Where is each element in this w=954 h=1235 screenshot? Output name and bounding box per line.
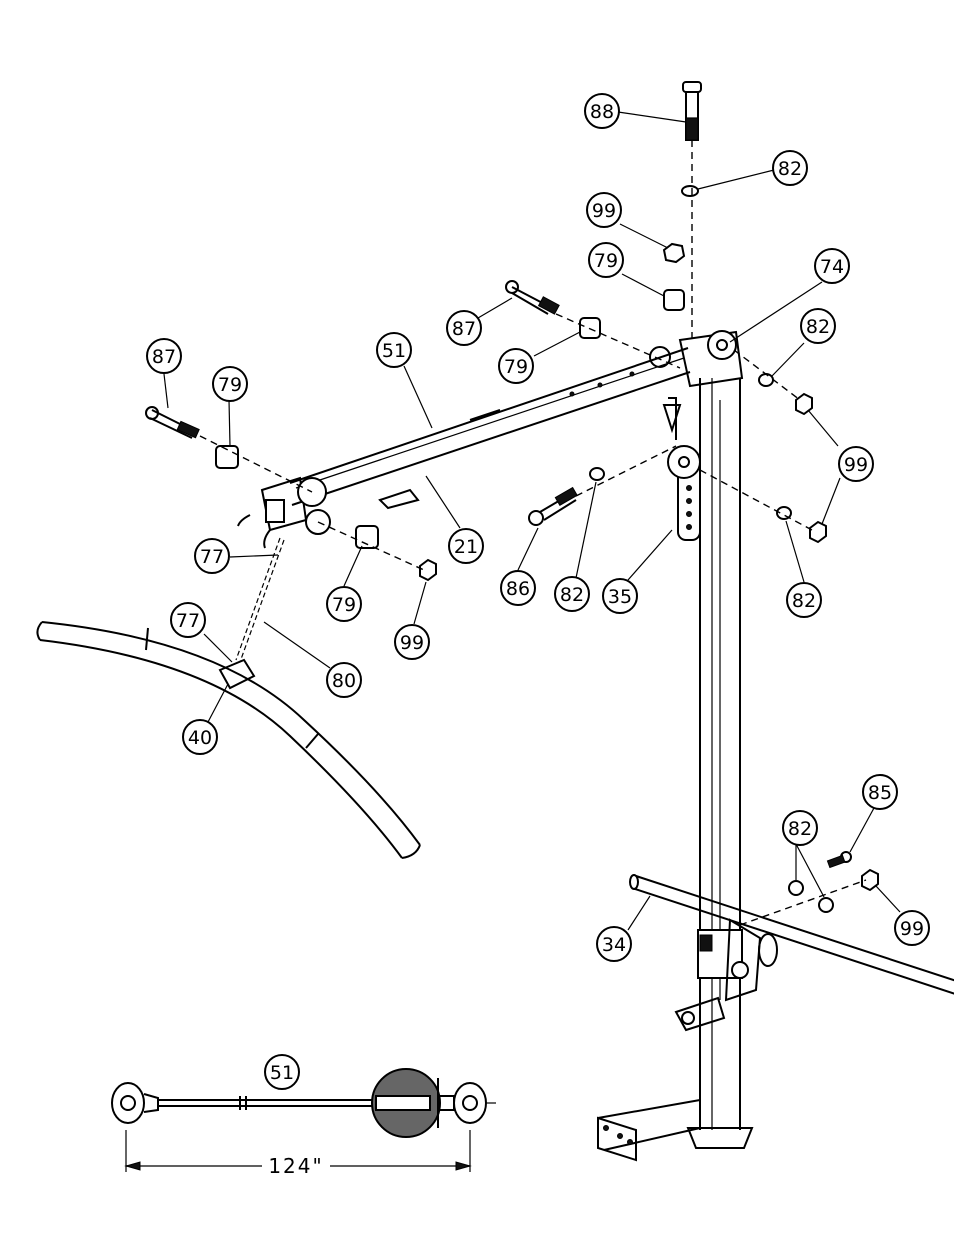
callout-87: 87 [146,338,182,374]
svg-text:82: 82 [792,590,816,612]
callout-40: 40 [182,719,218,755]
leg-developer-bar [629,874,954,1002]
callout-87: 87 [446,310,482,346]
svg-text:34: 34 [602,934,626,956]
svg-text:51: 51 [270,1062,294,1084]
callout-79: 79 [212,366,248,402]
callout-82: 82 [554,576,590,612]
callout-21: 21 [448,528,484,564]
callout-82: 82 [772,150,808,186]
callout-51: 51 [264,1054,300,1090]
assembly-lines [199,140,867,926]
callout-82: 82 [800,308,836,344]
svg-text:99: 99 [592,200,616,222]
angled-arm [237,347,691,549]
svg-text:35: 35 [608,586,632,608]
svg-text:85: 85 [868,782,892,804]
svg-text:79: 79 [332,594,356,616]
hardware [145,81,879,913]
callout-35: 35 [602,578,638,614]
callout-51: 51 [376,332,412,368]
callout-80: 80 [326,662,362,698]
svg-text:79: 79 [594,250,618,272]
callout-79: 79 [498,348,534,384]
svg-text:21: 21 [454,536,478,558]
svg-text:82: 82 [560,584,584,606]
cable-length-dimension: 124" [268,1154,323,1178]
chain [235,537,285,663]
svg-text:86: 86 [506,578,530,600]
svg-text:40: 40 [188,727,212,749]
svg-text:99: 99 [844,454,868,476]
callout-99: 99 [394,624,430,660]
callout-34: 34 [596,926,632,962]
svg-text:80: 80 [332,670,356,692]
svg-text:88: 88 [590,101,614,123]
svg-text:99: 99 [900,918,924,940]
svg-text:79: 79 [504,356,528,378]
callout-99: 99 [586,192,622,228]
svg-text:82: 82 [778,158,802,180]
callout-99: 99 [894,910,930,946]
svg-text:99: 99 [400,632,424,654]
svg-text:77: 77 [176,610,200,632]
top-head-assembly [649,330,744,541]
svg-text:87: 87 [452,318,476,340]
svg-text:82: 82 [806,316,830,338]
callout-77: 77 [170,602,206,638]
callout-74: 74 [814,248,850,284]
callout-88: 88 [584,93,620,129]
lat-bar [36,621,421,859]
upright-post [597,378,754,1162]
svg-text:77: 77 [200,546,224,568]
callout-86: 86 [500,570,536,606]
callout-99: 99 [838,446,874,482]
callout-79: 79 [326,586,362,622]
callout-79: 79 [588,242,624,278]
callout-85: 85 [862,774,898,810]
svg-text:74: 74 [820,256,844,278]
callout-77: 77 [194,538,230,574]
svg-text:87: 87 [152,346,176,368]
svg-text:51: 51 [382,340,406,362]
svg-text:79: 79 [218,374,242,396]
callout-82: 82 [786,582,822,618]
leader-lines [163,111,901,931]
callout-82: 82 [782,810,818,846]
cable-inset: 124" [111,1068,496,1178]
svg-text:82: 82 [788,818,812,840]
